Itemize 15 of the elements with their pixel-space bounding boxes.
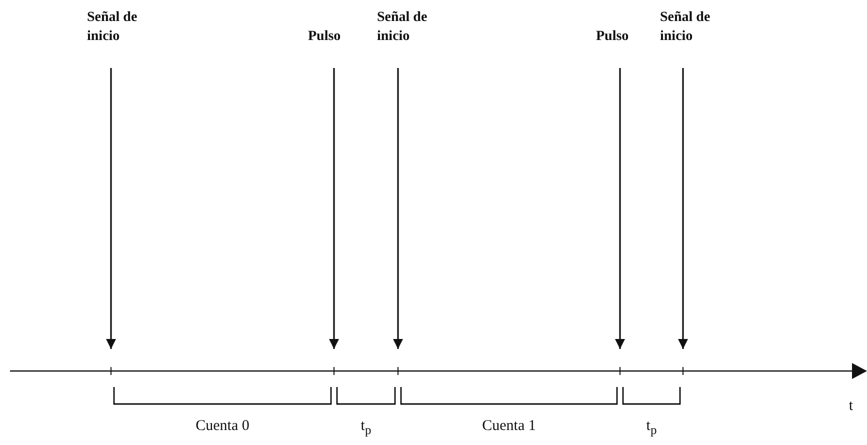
time-axis xyxy=(10,363,867,379)
interval-label: Cuenta 1 xyxy=(482,418,536,435)
signal-label: Señal de inicio xyxy=(660,8,728,46)
signal-label: Señal de inicio xyxy=(87,8,155,46)
interval-label: t$_{p}$ xyxy=(360,418,372,438)
axis-label: t xyxy=(848,398,854,415)
signal-label: Pulso xyxy=(308,27,376,46)
interval-label: Cuenta 0 xyxy=(196,418,250,435)
arrow xyxy=(329,68,339,349)
arrow xyxy=(393,68,403,349)
arrow xyxy=(106,68,116,349)
arrow xyxy=(678,68,688,349)
interval-label: t$_{p}$ xyxy=(646,418,657,438)
arrow xyxy=(615,68,625,349)
signal-label: Señal de inicio xyxy=(377,8,445,46)
